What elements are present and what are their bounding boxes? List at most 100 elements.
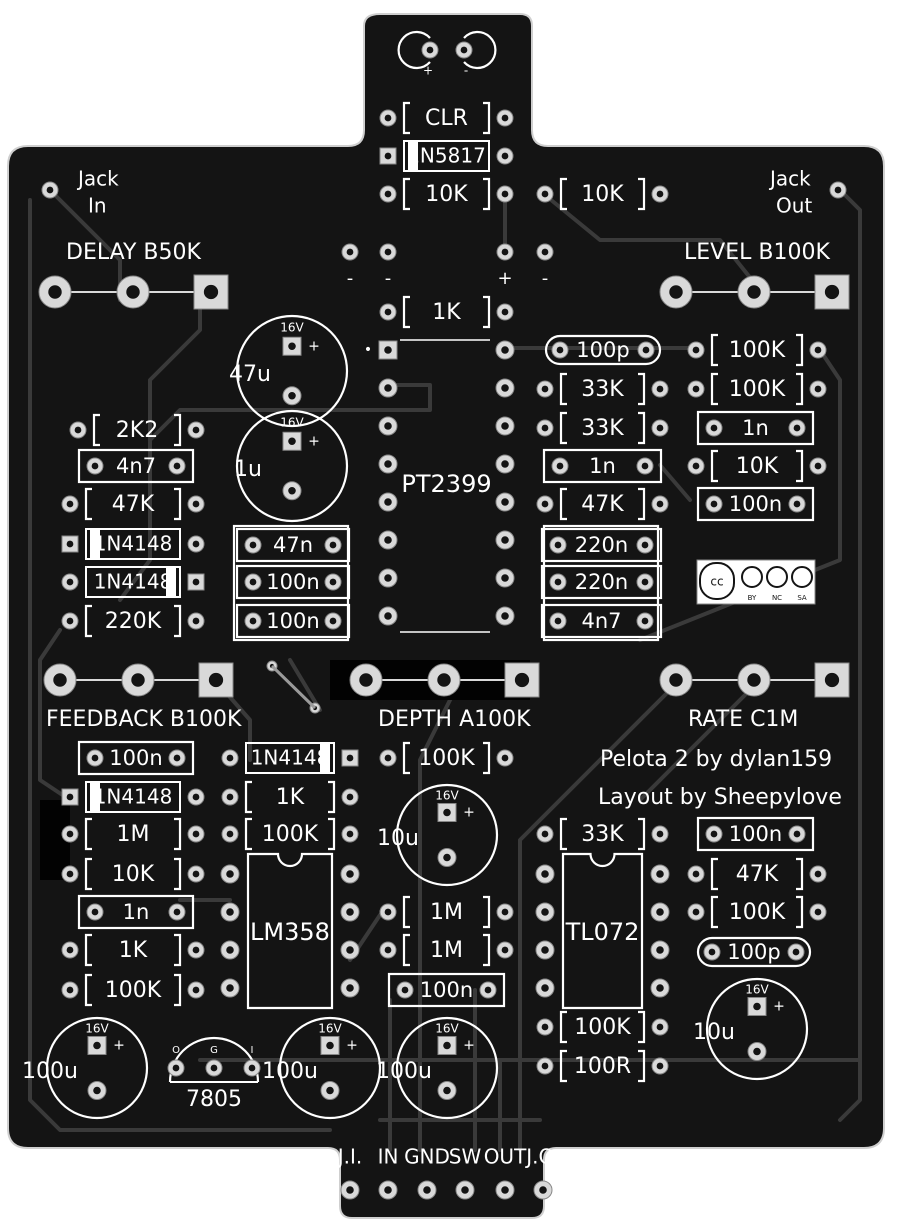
ecap-plus-mark: +: [113, 1038, 125, 1054]
pot-label-rate: RATE C1M: [688, 707, 798, 732]
pot-label: DELAY B50K: [66, 240, 201, 265]
ic-pin: [378, 416, 398, 436]
ic-pin: [535, 940, 555, 960]
resistor-pad: [496, 749, 514, 767]
ecap-pad-plus: [437, 1036, 457, 1055]
pot-delay[interactable]: DELAY B50K: [55, 240, 211, 293]
resistor-pad: [341, 788, 359, 806]
ic-pin: [495, 340, 515, 360]
ecap-plus-mark: +: [773, 999, 785, 1015]
ecap-pad-minus: [747, 1042, 767, 1061]
regulator-pin: [205, 1059, 223, 1077]
capacitor-pad: [244, 612, 262, 630]
resistor-pad: [61, 825, 79, 843]
resistor-value: 2K2: [116, 418, 158, 443]
resistor-pad: [379, 941, 397, 959]
ecap-pad-plus: [87, 1036, 107, 1055]
pot-lug: [814, 274, 850, 310]
ecap-value: 100u: [22, 1059, 78, 1084]
capacitor-pad: [549, 536, 567, 554]
power-pad: [341, 243, 359, 261]
capacitor-value: 1n: [589, 454, 616, 478]
resistor-value: 100K: [729, 900, 786, 925]
ecap-voltage: 16V: [280, 416, 304, 430]
ecap-100u-c: 16V+100u: [376, 1016, 499, 1120]
resistor-value: 33K: [581, 377, 624, 402]
resistor-100k-d: 100K: [84, 973, 182, 1007]
capacitor-pad: [636, 536, 654, 554]
pot-level[interactable]: LEVEL B100K: [676, 240, 832, 293]
regulator-pin-label: I: [251, 1045, 254, 1056]
ic-pin: [495, 378, 515, 398]
capacitor-pad: [86, 457, 104, 475]
board-title: Pelota 2 by dylan159: [600, 747, 832, 772]
ic-pin: [340, 902, 360, 922]
ecap-47u: 16V+47u: [229, 314, 349, 428]
diode-label: 1N4148: [94, 785, 173, 809]
resistor-value: 100K: [729, 338, 786, 363]
header-pin: [378, 1180, 398, 1200]
resistor-pad: [187, 941, 205, 959]
ic-label: LM358: [250, 918, 330, 946]
cap-4n7-b: 4n7: [540, 603, 663, 639]
resistor-pad: [809, 903, 827, 921]
ecap-pad-minus: [437, 848, 457, 867]
jack-in-label: In: [88, 194, 107, 218]
resistor-value: 100K: [418, 746, 475, 771]
regulator-label: 7805: [186, 1087, 242, 1112]
diode-pad: [61, 573, 79, 591]
ecap-voltage: 16V: [745, 983, 769, 997]
resistor-pad: [651, 825, 669, 843]
license-term: BY: [748, 594, 757, 602]
header-pin-label: SW: [449, 1145, 482, 1169]
cap-220n-b: 220n: [540, 564, 663, 600]
resistor-value: 10K: [581, 182, 624, 207]
pot-lug: [38, 275, 72, 309]
resistor-pad: [651, 1018, 669, 1036]
ecap-value: 100u: [262, 1059, 318, 1084]
ic-lm358: LM358: [246, 852, 334, 1010]
resistor-value: 47K: [112, 492, 155, 517]
pot-lug: [504, 662, 540, 698]
resistor-value: CLR: [425, 106, 468, 131]
ic-pin: [535, 902, 555, 922]
header-pin: [340, 1180, 360, 1200]
header-pin: [417, 1180, 437, 1200]
diode-pad: [187, 535, 205, 553]
pot-lug: [814, 662, 850, 698]
ic-pin: [220, 940, 240, 960]
board-subtitle: Layout by Sheepylove: [598, 785, 842, 810]
capacitor-pad: [86, 749, 104, 767]
ic-pin: [378, 340, 398, 360]
resistor-pad: [379, 109, 397, 127]
capacitor-pad: [705, 419, 723, 437]
minus-mark: -: [385, 268, 392, 289]
ecap-voltage: 16V: [435, 1022, 459, 1036]
capacitor-value: 4n7: [581, 609, 621, 633]
resistor-pad: [536, 825, 554, 843]
header-pin-label: OUT: [484, 1145, 527, 1169]
resistor-pad: [687, 380, 705, 398]
resistor-pad: [536, 380, 554, 398]
resistor-pad: [221, 825, 239, 843]
resistor-33k-a: 33K: [559, 372, 646, 406]
license-term: NC: [772, 594, 782, 602]
resistor-pad: [61, 612, 79, 630]
ecap-plus-mark: +: [308, 433, 320, 449]
diode-1n4148-a: 1N4148: [85, 528, 181, 560]
resistor-10k-c: 10K: [84, 857, 182, 891]
ic-pin: [378, 568, 398, 588]
diode-label: 1N5817: [407, 144, 486, 168]
pot-lug: [198, 662, 234, 698]
ic-pin: [650, 940, 670, 960]
resistor-10k-left: 220K: [84, 604, 182, 638]
resistor-47k-c: 47K: [710, 857, 804, 891]
ic-pin: [650, 978, 670, 998]
capacitor-pad: [788, 419, 806, 437]
capacitor-pad: [324, 573, 342, 591]
resistor-100k-g: 100K: [559, 1010, 646, 1044]
resistor-pad: [651, 419, 669, 437]
ecap-voltage: 16V: [318, 1022, 342, 1036]
resistor-value: 100K: [574, 1015, 631, 1040]
resistor-100r: 100R: [559, 1049, 646, 1083]
